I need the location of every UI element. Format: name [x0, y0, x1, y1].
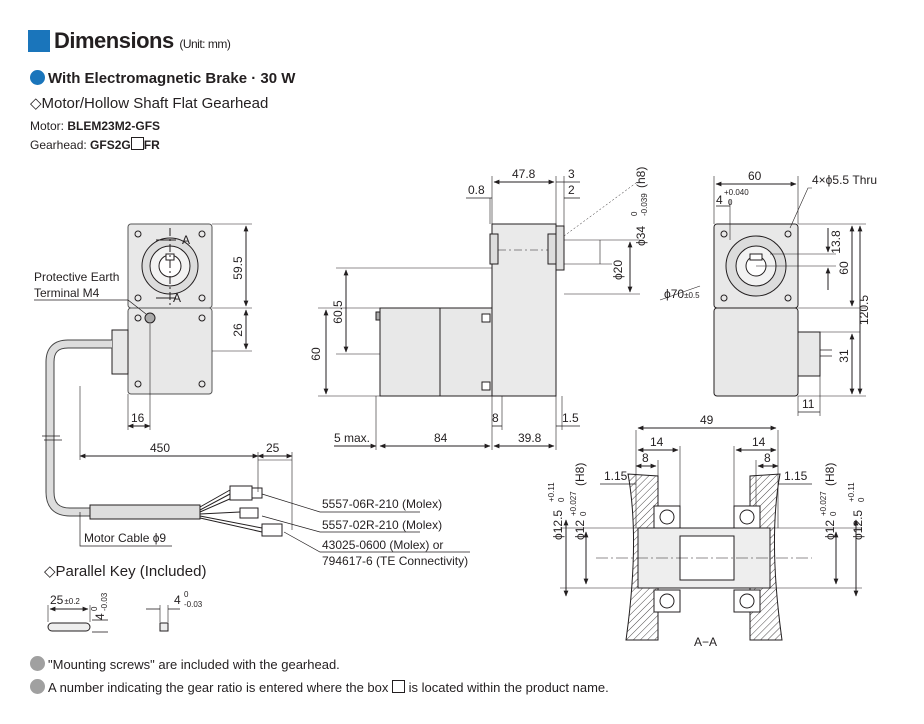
dim-phi12-5-right: ϕ12.5 +0.11 0 [847, 482, 866, 540]
key-width-2-tol-bot: -0.03 [184, 600, 203, 609]
dim-60-side: 60 [309, 347, 323, 361]
connector-1-label: 5557-06R-210 (Molex) [322, 497, 442, 511]
box-icon [130, 137, 144, 150]
subtitle: With Electromagnetic Brake · 30 W [30, 70, 295, 87]
dim-phi70: ϕ70±0.5 [664, 287, 700, 301]
dim-0-8: 0.8 [468, 183, 485, 197]
svg-text:+0.11: +0.11 [547, 482, 556, 502]
bullet-dot-icon [30, 70, 45, 85]
svg-text:ϕ12.5: ϕ12.5 [851, 510, 865, 540]
dim-31: 31 [837, 349, 851, 363]
side-view [318, 176, 701, 450]
page-title: Dimensions (Unit: mm) [54, 28, 231, 53]
svg-text:(H8): (H8) [573, 463, 587, 486]
connector-4-label: 794617-6 (TE Connectivity) [322, 554, 468, 568]
motor-cable-label: Motor Cable ϕ9 [84, 531, 166, 545]
parallel-key-drawing [47, 605, 180, 633]
svg-text:+0.11: +0.11 [847, 482, 856, 502]
section-label: A−A [694, 635, 717, 649]
dim-3: 3 [568, 167, 575, 181]
dim-1-15-right: 1.15 [784, 469, 808, 483]
key-width-1: 4 0 -0.03 [90, 592, 109, 620]
dim-47-8: 47.8 [512, 167, 536, 181]
svg-text:+0.027: +0.027 [569, 491, 578, 516]
dim-4-front: 4 [716, 193, 723, 207]
note-2: A number indicating the gear ratio is en… [30, 679, 609, 695]
dim-84: 84 [434, 431, 448, 445]
dim-60-front-v: 60 [837, 261, 851, 275]
dim-8-side: 8 [492, 411, 499, 425]
dim-4-tol-bot: 0 [728, 198, 733, 207]
svg-text:ϕ12: ϕ12 [823, 520, 837, 540]
section-view [560, 425, 862, 641]
dim-2: 2 [568, 183, 575, 197]
dim-120-5: 120.5 [857, 295, 871, 325]
box-icon [392, 680, 405, 693]
dim-1-5: 1.5 [562, 411, 579, 425]
dim-phi12-5-left: ϕ12.5 +0.11 0 [547, 482, 566, 540]
svg-text:(h8): (h8) [634, 167, 648, 188]
dim-49: 49 [700, 413, 714, 427]
dim-13-8: 13.8 [829, 230, 843, 254]
key-width-2: 4 [174, 593, 181, 607]
dim-16: 16 [131, 411, 145, 425]
svg-text:ϕ12.5: ϕ12.5 [551, 510, 565, 540]
svg-text:0: 0 [630, 211, 639, 216]
protective-earth-label: Protective Earth [34, 270, 119, 284]
connector-3-label: 43025-0600 (Molex) or [322, 538, 443, 552]
svg-text:0: 0 [557, 497, 566, 502]
dim-60-5: 60.5 [331, 300, 345, 324]
parallel-key-title: ◇Parallel Key (Included) [44, 563, 207, 580]
key-width-2-tol-top: 0 [184, 590, 189, 599]
terminal-label: Terminal M4 [34, 286, 100, 300]
svg-text:-0.039: -0.039 [640, 193, 649, 216]
dim-11: 11 [802, 397, 815, 411]
svg-text:0: 0 [829, 511, 838, 516]
svg-text:+0.027: +0.027 [819, 491, 828, 516]
dim-5-max: 5 max. [334, 431, 370, 445]
section-mark-a: A [182, 233, 190, 247]
subtitle-2: ◇Motor/Hollow Shaft Flat Gearhead [30, 95, 269, 112]
svg-text:ϕ12: ϕ12 [573, 520, 587, 540]
dim-phi34-h8: ϕ34 0 -0.039 (h8) [630, 167, 649, 246]
front-view [713, 176, 866, 416]
svg-text:0: 0 [579, 511, 588, 516]
section-mark-a-2: A [173, 291, 181, 305]
svg-text:-0.03: -0.03 [100, 592, 109, 611]
dim-60-front: 60 [748, 169, 762, 183]
motor-model: Motor: BLEM23M2-GFS [30, 119, 161, 133]
dim-4-tol-top: +0.040 [724, 188, 749, 197]
dim-14-left: 14 [650, 435, 664, 449]
header-square-icon [28, 30, 50, 52]
dim-39-8: 39.8 [518, 431, 542, 445]
dim-8-left: 8 [642, 451, 649, 465]
svg-text:0: 0 [857, 497, 866, 502]
dim-26: 26 [231, 323, 245, 337]
left-gearhead-view [34, 223, 470, 553]
dim-25: 25 [266, 441, 280, 455]
svg-text:4: 4 [93, 613, 107, 620]
svg-text:0: 0 [90, 606, 99, 611]
dim-8-right: 8 [764, 451, 771, 465]
dim-phi12-right: ϕ12 +0.027 0 (H8) [819, 463, 838, 540]
dim-450: 450 [150, 441, 170, 455]
key-length: 25±0.2 [50, 593, 80, 607]
dim-phi12-left: ϕ12 +0.027 0 (H8) [569, 463, 588, 540]
note-bullet-icon [30, 679, 45, 694]
dim-1-15-left: 1.15 [604, 469, 628, 483]
note-1: "Mounting screws" are included with the … [30, 656, 340, 672]
note-bullet-icon [30, 656, 45, 671]
svg-text:ϕ34: ϕ34 [634, 226, 648, 246]
connector-2-label: 5557-02R-210 (Molex) [322, 518, 442, 532]
dim-phi20: ϕ20 [611, 260, 625, 280]
svg-text:(H8): (H8) [823, 463, 837, 486]
dim-59-5: 59.5 [231, 256, 245, 280]
dim-14-right: 14 [752, 435, 766, 449]
holes-label: 4×ϕ5.5 Thru [812, 173, 877, 187]
